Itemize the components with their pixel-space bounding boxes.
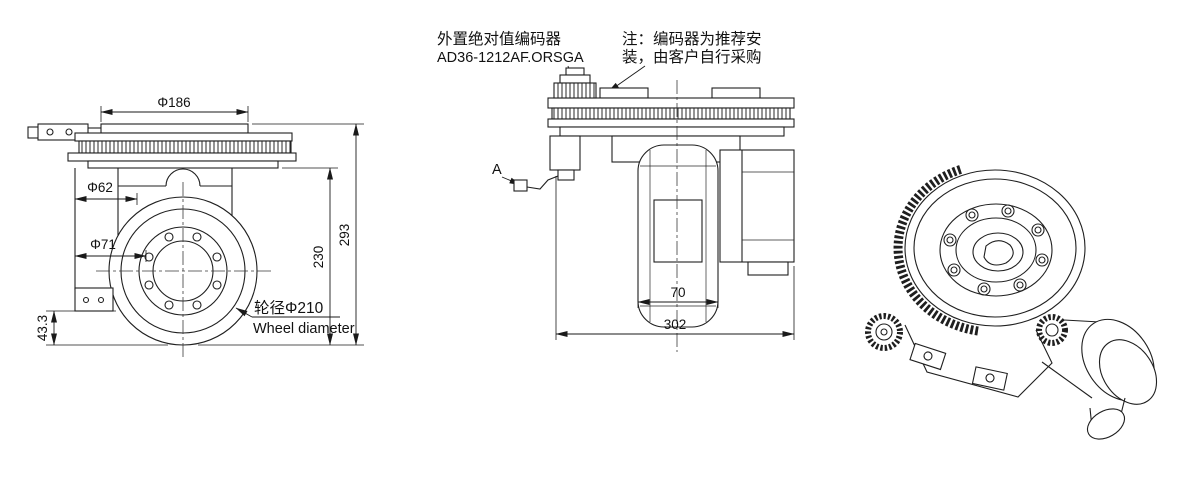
encoder-callout-line2: AD36-1212AF.ORSGA bbox=[437, 50, 584, 66]
note-line1: 注：编码器为推荐安 bbox=[622, 30, 762, 48]
dim-70: 70 bbox=[670, 285, 685, 300]
front-flange-stack bbox=[67, 123, 297, 169]
cable-connector bbox=[513, 179, 528, 192]
iso-housing bbox=[904, 324, 1053, 398]
wheel-diameter-callout: 轮径Φ210 Wheel diameter bbox=[235, 299, 355, 337]
front-body bbox=[74, 168, 233, 312]
front-junction-box bbox=[74, 287, 114, 312]
dim-230: 230 bbox=[311, 246, 326, 269]
dim-293: 293 bbox=[337, 224, 352, 247]
encoder-cable bbox=[526, 175, 559, 190]
iso-hub-cutout bbox=[983, 240, 1014, 266]
dim-302: 302 bbox=[664, 317, 687, 332]
wheel-diameter-label-cn: 轮径Φ210 bbox=[254, 299, 324, 317]
dim-43-3: 43.3 bbox=[35, 315, 50, 341]
dim-phi186: Φ186 bbox=[157, 95, 190, 110]
front-view: Φ186 Φ62 Φ71 43.3 230 293 bbox=[27, 95, 364, 358]
front-dimensions: Φ186 Φ62 Φ71 43.3 230 293 bbox=[35, 95, 364, 346]
section-a-label: A bbox=[492, 162, 502, 178]
encoder-callout-line1: 外置绝对值编码器 bbox=[437, 30, 562, 48]
side-gear-band bbox=[551, 107, 791, 120]
side-motor bbox=[719, 149, 795, 276]
side-flange-stack bbox=[547, 87, 795, 137]
side-hub bbox=[653, 199, 703, 263]
iso-flange-bolts bbox=[943, 204, 1049, 296]
side-view: 外置绝对值编码器 AD36-1212AF.ORSGA 注：编码器为推荐安 装，由… bbox=[437, 30, 795, 352]
side-body bbox=[611, 135, 741, 328]
iso-pinion-gear bbox=[865, 313, 903, 351]
isometric-view bbox=[865, 164, 1158, 440]
section-a-callout: A bbox=[492, 162, 559, 192]
dim-phi62: Φ62 bbox=[87, 180, 113, 195]
iso-motor bbox=[1036, 314, 1158, 440]
iso-flange bbox=[904, 169, 1086, 327]
side-encoder bbox=[549, 67, 597, 181]
front-top-bar bbox=[100, 123, 249, 134]
iso-gear-ring bbox=[893, 164, 979, 336]
note-line2: 装，由客户自行采购 bbox=[622, 48, 762, 66]
dim-phi71: Φ71 bbox=[90, 237, 116, 252]
side-dimensions: 70 302 bbox=[555, 176, 795, 340]
wheel-diameter-label-en: Wheel diameter bbox=[253, 321, 355, 337]
front-gear-band bbox=[78, 140, 292, 154]
